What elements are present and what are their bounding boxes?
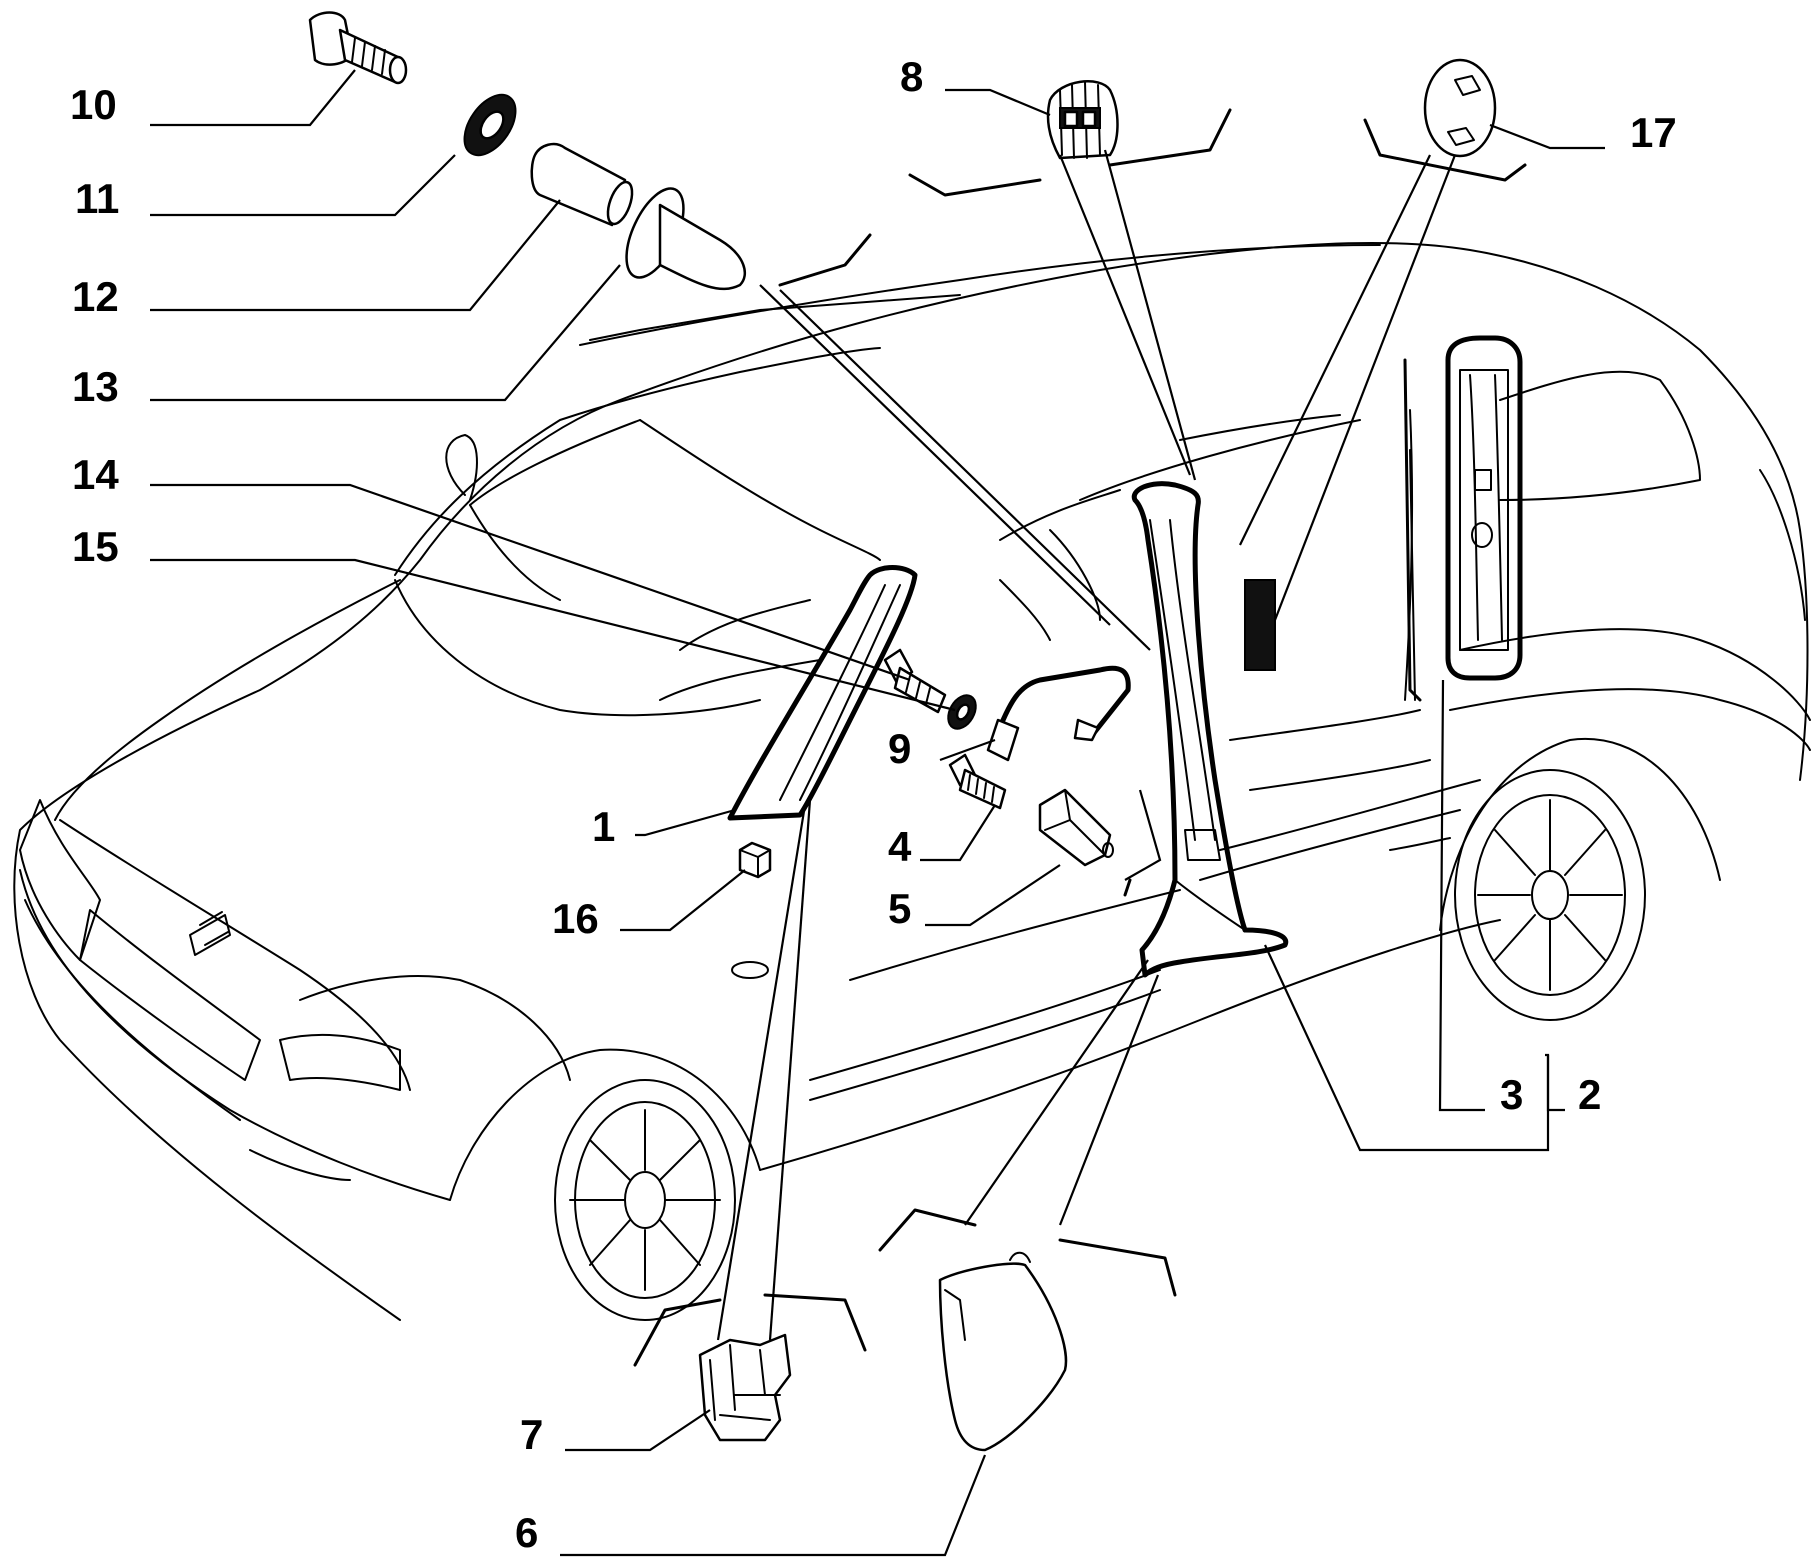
callout-5: 5 (888, 885, 912, 932)
screw-part-4 (948, 753, 1007, 810)
bolt-part-10 (308, 11, 408, 85)
callout-3: 3 (1500, 1071, 1524, 1118)
callout-11: 11 (75, 175, 120, 222)
cap-part-17 (1423, 58, 1497, 158)
side-trim-panel (1409, 335, 1523, 701)
cover-plate-part-6 (938, 1251, 1068, 1452)
callout-16: 16 (552, 895, 599, 942)
washer-part-15 (947, 694, 977, 730)
callout-8: 8 (900, 53, 924, 100)
screw-part-14 (883, 648, 947, 714)
car-body-outline (13, 241, 1811, 1321)
cube-part-16 (738, 841, 772, 879)
b-pillar-trim (1131, 481, 1289, 978)
rod-part-9 (986, 665, 1131, 762)
plug-part-13 (625, 187, 746, 291)
adhesive-strip (1244, 579, 1276, 671)
section-lines (633, 108, 1527, 1367)
clip-part-5 (1038, 788, 1114, 867)
callout-13: 13 (72, 363, 119, 410)
clip-part-8 (1046, 80, 1119, 160)
callout-9: 9 (888, 725, 912, 772)
a-pillar-trim (727, 565, 918, 821)
callout-7: 7 (520, 1411, 544, 1458)
callout-15: 15 (72, 523, 119, 570)
callout-10: 10 (70, 81, 117, 128)
callout-14: 14 (72, 451, 119, 498)
callout-12: 12 (72, 273, 119, 320)
callout-2: 2 (1578, 1071, 1602, 1118)
callout-4: 4 (888, 823, 912, 870)
washer-part-11 (463, 93, 517, 157)
callout-6: 6 (515, 1509, 539, 1556)
sleeve-part-12 (530, 142, 634, 227)
leader-lines (150, 69, 1605, 1557)
callout-17: 17 (1630, 109, 1677, 156)
callout-1: 1 (592, 803, 616, 850)
clip-bracket-part-7 (698, 1333, 792, 1442)
